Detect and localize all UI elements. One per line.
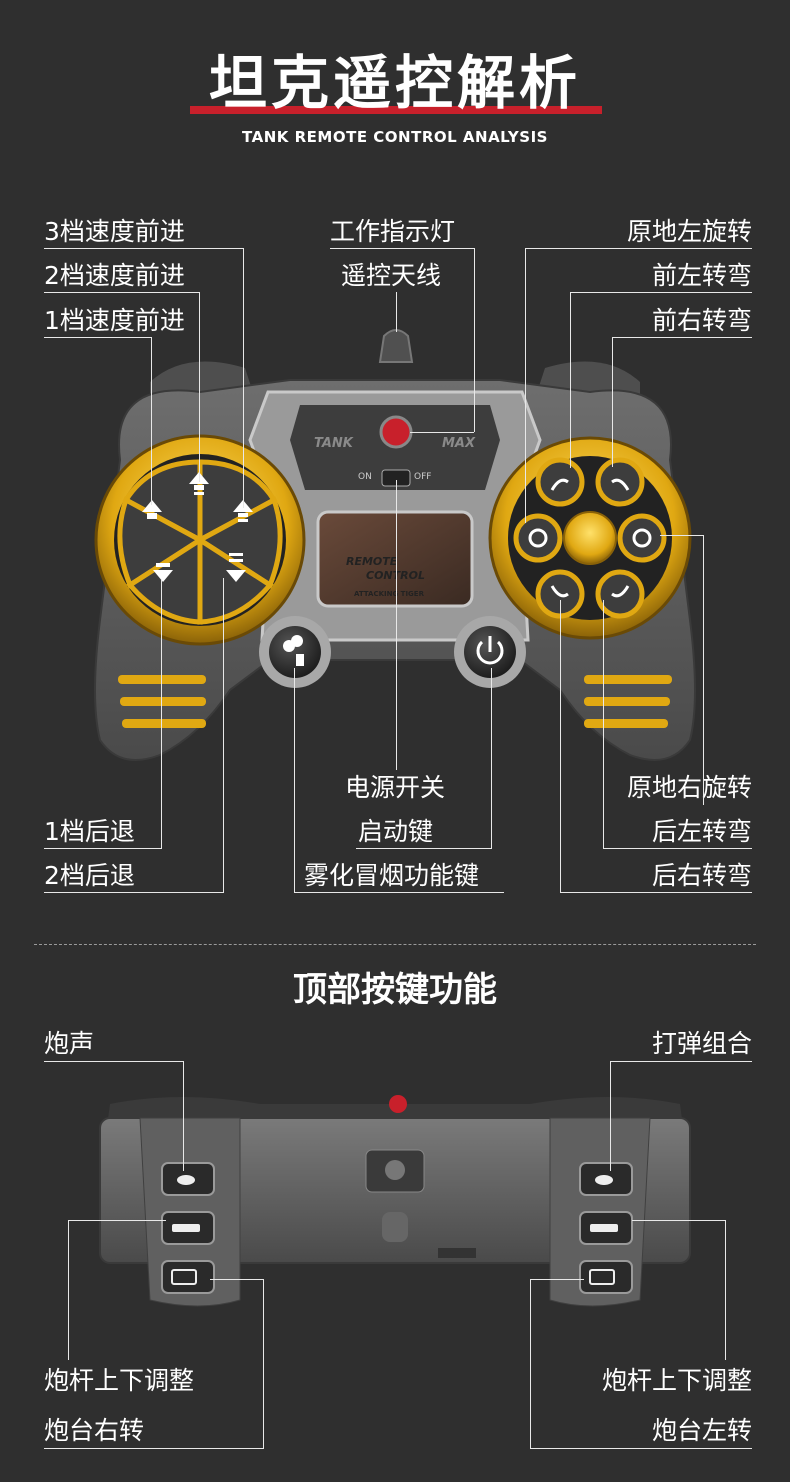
leader-line xyxy=(570,292,571,468)
leader-line xyxy=(603,848,752,849)
screen-text-2: CONTROL xyxy=(366,569,425,582)
leader-line xyxy=(44,248,244,249)
leader-line xyxy=(223,578,224,892)
label-speed3-forward: 3档速度前进 xyxy=(44,217,185,246)
label-rotate-right: 原地右旋转 xyxy=(626,773,752,802)
switch-on-text: ON xyxy=(358,472,372,482)
brand-right-text: MAX xyxy=(442,436,476,451)
controller-front-illustration xyxy=(94,329,696,761)
label-rear-left-turn: 后左转弯 xyxy=(651,817,752,846)
leader-line xyxy=(632,1220,726,1221)
section-divider xyxy=(34,944,756,945)
screen-text-1: REMOTE xyxy=(346,555,398,568)
leader-line xyxy=(44,337,152,338)
leader-line xyxy=(525,248,752,249)
leader-line xyxy=(294,668,295,892)
leader-line xyxy=(68,1220,166,1221)
leader-line xyxy=(703,535,704,805)
leader-line xyxy=(610,1061,611,1171)
label-indicator-light: 工作指示灯 xyxy=(330,217,456,246)
leader-line xyxy=(396,480,397,770)
leader-line xyxy=(151,337,152,505)
switch-off-text: OFF xyxy=(414,472,432,482)
leader-line xyxy=(474,248,475,432)
leader-line xyxy=(612,337,752,338)
leader-line xyxy=(263,1279,264,1449)
leader-line xyxy=(660,535,704,536)
label-barrel-adjust-right: 炮杆上下调整 xyxy=(601,1366,752,1395)
leader-line xyxy=(68,1220,69,1360)
leader-line xyxy=(570,292,752,293)
leader-line xyxy=(210,1279,264,1280)
label-front-left-turn: 前左转弯 xyxy=(651,261,752,290)
controller-top-illustration xyxy=(99,1095,691,1307)
leader-line xyxy=(44,1061,184,1062)
section-title-top-buttons: 顶部按键功能 xyxy=(293,970,497,1010)
label-cannon-sound: 炮声 xyxy=(44,1029,95,1058)
leader-line xyxy=(525,248,526,523)
label-power-switch: 电源开关 xyxy=(345,773,446,802)
label-rotate-left: 原地左旋转 xyxy=(626,217,752,246)
leader-line xyxy=(560,600,561,892)
label-reverse1: 1档后退 xyxy=(44,817,135,846)
label-turret-right: 炮台右转 xyxy=(44,1416,145,1445)
label-smoke-key: 雾化冒烟功能键 xyxy=(304,861,480,890)
leader-line xyxy=(183,1061,184,1171)
leader-line xyxy=(44,292,200,293)
page-title: 坦克遥控解析 xyxy=(208,49,581,117)
leader-line xyxy=(530,1279,584,1280)
leader-line xyxy=(530,1448,752,1449)
label-start-key: 启动键 xyxy=(358,817,434,846)
leader-line xyxy=(294,892,504,893)
leader-line xyxy=(396,292,397,332)
screen-text-3: ATTACKING TIGER xyxy=(354,590,424,598)
leader-line xyxy=(330,248,475,249)
leader-line xyxy=(44,1448,264,1449)
leader-line xyxy=(243,248,244,508)
leader-line xyxy=(603,600,604,848)
leader-line xyxy=(610,1061,752,1062)
label-speed2-forward: 2档速度前进 xyxy=(44,261,185,290)
leader-line xyxy=(560,892,752,893)
leader-line xyxy=(44,892,224,893)
leader-line xyxy=(410,432,474,433)
page-subtitle: TANK REMOTE CONTROL ANALYSIS xyxy=(242,128,548,146)
title-underline xyxy=(190,106,602,114)
label-reverse2: 2档后退 xyxy=(44,861,135,890)
label-fire-combo: 打弹组合 xyxy=(651,1029,752,1058)
leader-line xyxy=(612,337,613,467)
leader-line xyxy=(44,848,162,849)
leader-line xyxy=(199,292,200,482)
leader-line xyxy=(491,668,492,848)
label-front-right-turn: 前右转弯 xyxy=(651,306,752,335)
leader-line xyxy=(725,1220,726,1360)
brand-left-text: TANK xyxy=(314,436,353,451)
leader-line xyxy=(356,848,492,849)
label-barrel-adjust-left: 炮杆上下调整 xyxy=(44,1366,195,1395)
leader-line xyxy=(161,580,162,848)
label-antenna: 遥控天线 xyxy=(341,261,442,290)
label-rear-right-turn: 后右转弯 xyxy=(651,861,752,890)
leader-line xyxy=(530,1279,531,1449)
label-turret-left: 炮台左转 xyxy=(651,1416,752,1445)
label-speed1-forward: 1档速度前进 xyxy=(44,306,185,335)
